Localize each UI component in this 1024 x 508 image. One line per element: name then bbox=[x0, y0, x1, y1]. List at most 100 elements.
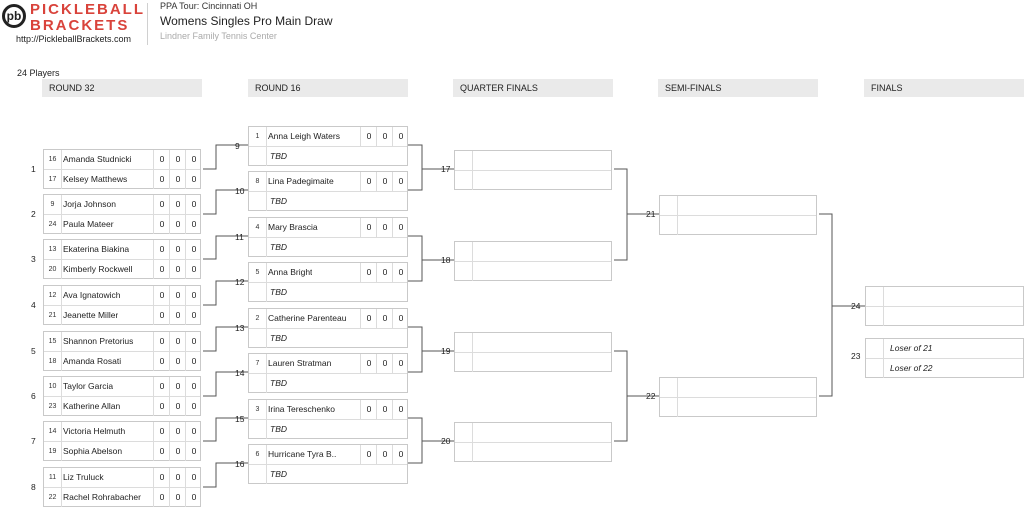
score-game-1: 0 bbox=[360, 445, 377, 464]
score-game-1: 0 bbox=[360, 172, 377, 191]
seed-number: 22 bbox=[48, 494, 57, 501]
score-game-3: 0 bbox=[185, 468, 202, 487]
match-box[interactable]: 3 Irina Tereschenko 0 0 0 TBD bbox=[248, 399, 408, 439]
match-box[interactable]: 8 Lina Padegimaite 0 0 0 TBD bbox=[248, 171, 408, 211]
match-box[interactable]: 9 Jorja Johnson 0 0 0 24 Paula Mateer 0 … bbox=[43, 194, 201, 234]
match-box[interactable]: 5 Anna Bright 0 0 0 TBD bbox=[248, 262, 408, 302]
match-box[interactable] bbox=[454, 422, 612, 462]
player-row: 8 Lina Padegimaite 0 0 0 bbox=[249, 172, 407, 192]
match-box[interactable] bbox=[454, 332, 612, 372]
score-game-1: 0 bbox=[360, 263, 377, 282]
player-row: 6 Hurricane Tyra B.. 0 0 0 bbox=[249, 445, 407, 465]
player-row: 7 Lauren Stratman 0 0 0 bbox=[249, 354, 407, 374]
match-number: 7 bbox=[31, 436, 36, 446]
score-game-2: 0 bbox=[169, 422, 186, 441]
player-row: Loser of 21 bbox=[866, 339, 1023, 359]
player-name: Shannon Pretorius bbox=[63, 336, 134, 346]
match-box[interactable]: 13 Ekaterina Biakina 0 0 0 20 Kimberly R… bbox=[43, 239, 201, 279]
seed-number: 11 bbox=[48, 474, 57, 481]
player-row: 18 Amanda Rosati 0 0 0 bbox=[44, 352, 200, 371]
score-game-2: 0 bbox=[169, 240, 186, 259]
match-box[interactable]: 4 Mary Brascia 0 0 0 TBD bbox=[248, 217, 408, 257]
match-box[interactable] bbox=[659, 195, 817, 235]
score-game-2: 0 bbox=[376, 218, 393, 237]
score-game-1: 0 bbox=[153, 352, 170, 371]
score-game-2: 0 bbox=[169, 468, 186, 487]
site-url-link[interactable]: http://PickleballBrackets.com bbox=[16, 34, 132, 44]
match-box[interactable]: 16 Amanda Studnicki 0 0 0 17 Kelsey Matt… bbox=[43, 149, 201, 189]
score-game-3: 0 bbox=[392, 263, 409, 282]
seed-number: 15 bbox=[48, 338, 57, 345]
match-box[interactable] bbox=[865, 286, 1024, 326]
score-game-2: 0 bbox=[169, 442, 186, 461]
header-divider bbox=[147, 3, 148, 45]
score-game-2: 0 bbox=[169, 488, 186, 507]
round-header-round16: ROUND 16 bbox=[248, 79, 408, 97]
seed-number: 21 bbox=[48, 312, 57, 319]
match-number: 21 bbox=[646, 209, 656, 219]
score-game-3: 0 bbox=[185, 286, 202, 305]
player-name: Victoria Helmuth bbox=[63, 426, 126, 436]
seed-number: 5 bbox=[255, 269, 260, 276]
score-game-2: 0 bbox=[169, 150, 186, 169]
player-row: 23 Katherine Allan 0 0 0 bbox=[44, 397, 200, 416]
player-row: 24 Paula Mateer 0 0 0 bbox=[44, 215, 200, 234]
score-game-2: 0 bbox=[169, 352, 186, 371]
seed-number: 17 bbox=[48, 176, 57, 183]
player-name: Lina Padegimaite bbox=[268, 176, 334, 186]
seed-number: 4 bbox=[255, 224, 260, 231]
loser-placeholder: Loser of 22 bbox=[890, 363, 933, 373]
score-game-2: 0 bbox=[169, 377, 186, 396]
score-game-3: 0 bbox=[185, 306, 202, 325]
match-box[interactable]: 14 Victoria Helmuth 0 0 0 19 Sophia Abel… bbox=[43, 421, 201, 461]
match-number: 17 bbox=[441, 164, 451, 174]
match-box[interactable]: 7 Lauren Stratman 0 0 0 TBD bbox=[248, 353, 408, 393]
player-row: 3 Irina Tereschenko 0 0 0 bbox=[249, 400, 407, 420]
score-game-2: 0 bbox=[169, 306, 186, 325]
score-game-1: 0 bbox=[153, 488, 170, 507]
score-game-3: 0 bbox=[392, 445, 409, 464]
match-box[interactable] bbox=[454, 241, 612, 281]
score-game-1: 0 bbox=[153, 170, 170, 189]
player-row: 13 Ekaterina Biakina 0 0 0 bbox=[44, 240, 200, 260]
match-box[interactable]: 10 Taylor Garcia 0 0 0 23 Katherine Alla… bbox=[43, 376, 201, 416]
score-game-3: 0 bbox=[392, 127, 409, 146]
score-game-2: 0 bbox=[376, 354, 393, 373]
match-box[interactable] bbox=[659, 377, 817, 417]
seed-number: 6 bbox=[255, 451, 260, 458]
player-name: Ava Ignatowich bbox=[63, 290, 121, 300]
match-box[interactable] bbox=[454, 150, 612, 190]
match-box[interactable]: 11 Liz Truluck 0 0 0 22 Rachel Rohrabach… bbox=[43, 467, 201, 507]
seed-number: 3 bbox=[255, 406, 260, 413]
player-row: TBD bbox=[249, 147, 407, 166]
match-box[interactable]: Loser of 21 Loser of 22 bbox=[865, 338, 1024, 378]
match-number: 1 bbox=[31, 164, 36, 174]
score-game-3: 0 bbox=[185, 150, 202, 169]
score-game-3: 0 bbox=[392, 354, 409, 373]
seed-number: 7 bbox=[255, 360, 260, 367]
score-game-3: 0 bbox=[185, 240, 202, 259]
seed-number: 13 bbox=[48, 246, 57, 253]
match-number: 16 bbox=[235, 459, 245, 469]
score-game-2: 0 bbox=[376, 309, 393, 328]
match-box[interactable]: 6 Hurricane Tyra B.. 0 0 0 TBD bbox=[248, 444, 408, 484]
match-box[interactable]: 1 Anna Leigh Waters 0 0 0 TBD bbox=[248, 126, 408, 166]
score-game-1: 0 bbox=[153, 260, 170, 279]
seed-number: 12 bbox=[48, 292, 57, 299]
score-game-3: 0 bbox=[392, 218, 409, 237]
score-game-1: 0 bbox=[360, 309, 377, 328]
match-number: 18 bbox=[441, 255, 451, 265]
match-number: 19 bbox=[441, 346, 451, 356]
player-name: Anna Bright bbox=[268, 267, 313, 277]
score-game-3: 0 bbox=[185, 377, 202, 396]
match-box[interactable]: 15 Shannon Pretorius 0 0 0 18 Amanda Ros… bbox=[43, 331, 201, 371]
player-name: Irina Tereschenko bbox=[268, 404, 335, 414]
match-box[interactable]: 12 Ava Ignatowich 0 0 0 21 Jeanette Mill… bbox=[43, 285, 201, 325]
match-box[interactable]: 2 Catherine Parenteau 0 0 0 TBD bbox=[248, 308, 408, 348]
player-row: TBD bbox=[249, 374, 407, 393]
score-game-1: 0 bbox=[153, 150, 170, 169]
player-row: 22 Rachel Rohrabacher 0 0 0 bbox=[44, 488, 200, 507]
player-row: TBD bbox=[249, 420, 407, 439]
logo-text-top: PICKLEBALL bbox=[30, 1, 145, 18]
player-name: Kimberly Rockwell bbox=[63, 264, 133, 274]
